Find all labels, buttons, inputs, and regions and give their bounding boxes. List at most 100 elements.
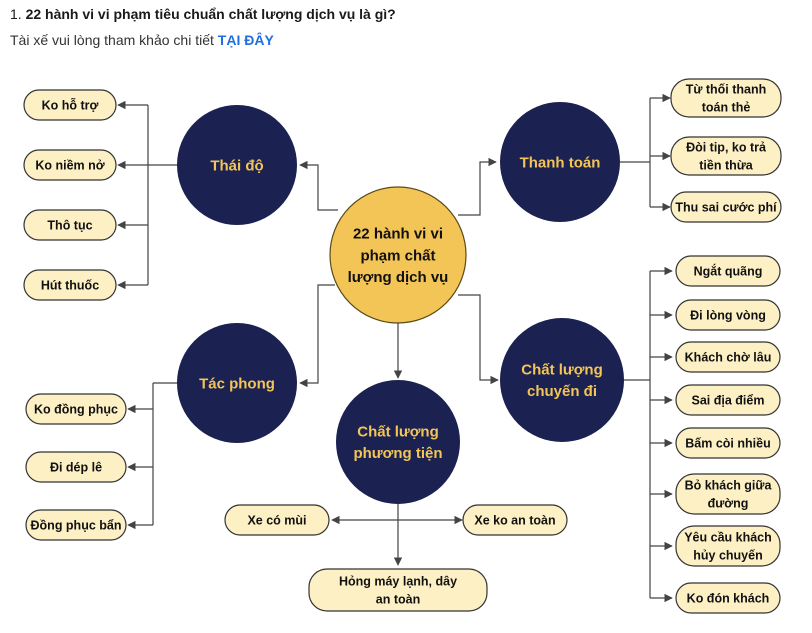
item-phuong-tien: Hỏng máy lạnh, dây an toàn	[308, 568, 488, 612]
subtitle-line: Tài xế vui lòng tham khảo chi tiết TẠI Đ…	[10, 30, 800, 50]
branch-thanh-toan-shape	[500, 102, 620, 222]
item-thanh-toan: Đòi tip, ko trả tiền thừa	[670, 136, 782, 176]
branch-phuong-tien: Chất lượng phương tiện	[336, 380, 460, 504]
branch-chuyen-di: Chất lượng chuyến đi	[500, 318, 624, 442]
item-chuyen-di-box	[675, 341, 781, 373]
item-chuyen-di: Bấm còi nhiều	[675, 427, 781, 459]
item-chuyen-di: Khách chờ lâu	[675, 341, 781, 373]
branch-thanh-toan-label: Thanh toán	[520, 154, 601, 171]
item-phuong-tien-label: Xe có mùi	[247, 513, 306, 527]
item-chuyen-di-label: Bỏ khách giữa	[685, 478, 773, 492]
item-thanh-toan-label: Đòi tip, ko trả	[686, 140, 767, 154]
item-thanh-toan-label: Thu sai cước phí	[675, 200, 777, 214]
item-thai-do-label: Ko hỗ trợ	[42, 97, 99, 112]
edge-center-tac-phong	[299, 284, 335, 388]
item-chuyen-di: Bỏ khách giữa đường	[675, 473, 781, 515]
item-thai-do-box	[23, 269, 117, 301]
branch-thai-do-label: Thái độ	[210, 157, 263, 174]
details-link[interactable]: TẠI ĐÂY	[217, 32, 274, 48]
item-tac-phong-box	[25, 509, 127, 541]
item-thanh-toan-label: Từ thối thanh	[686, 82, 767, 96]
item-chuyen-di-box	[675, 525, 781, 567]
item-phuong-tien-label: an toàn	[376, 592, 420, 606]
item-chuyen-di-box	[675, 427, 781, 459]
center-topic-node: 22 hành vi vi phạm chất lượng dịch vụ	[329, 186, 467, 324]
item-chuyen-di: Ko đón khách	[675, 582, 781, 614]
item-chuyen-di: Sai địa điểm	[675, 384, 781, 416]
item-thai-do: Ko hỗ trợ	[23, 89, 117, 121]
item-phuong-tien-label: Hỏng máy lạnh, dây	[339, 574, 457, 588]
item-chuyen-di-label: hủy chuyến	[693, 548, 762, 562]
item-chuyen-di-label: Đi lòng vòng	[690, 308, 766, 322]
item-chuyen-di-label: Ngắt quãng	[694, 263, 763, 278]
item-phuong-tien: Xe có mùi	[224, 504, 330, 536]
mindmap-nodes: 22 hành vi vi phạm chất lượng dịch vụ Thái …	[23, 78, 782, 614]
branch-tac-phong-label: Tác phong	[199, 375, 275, 392]
item-thai-do: Hút thuốc	[23, 269, 117, 301]
item-chuyen-di-box	[675, 384, 781, 416]
branch-tac-phong-shape	[177, 323, 297, 443]
item-tac-phong-box	[25, 393, 127, 425]
edge-center-thai-do	[299, 160, 338, 211]
page-header: 1. 22 hành vi vi phạm tiêu chuẩn chất lư…	[10, 4, 800, 50]
branch-phuong-tien-label: Chất lượng	[357, 423, 439, 440]
item-thai-do-label: Hút thuốc	[41, 278, 99, 292]
item-tac-phong: Ko đồng phục	[25, 393, 127, 425]
edge-center-thanh-toan	[458, 157, 497, 216]
item-thanh-toan-box	[670, 191, 782, 223]
branch-thai-do: Thái độ	[177, 105, 297, 225]
branch-thai-do-shape	[177, 105, 297, 225]
item-tac-phong: Đồng phục bẩn	[25, 509, 127, 541]
connector-lines	[117, 93, 673, 603]
item-chuyen-di: Ngắt quãng	[675, 255, 781, 287]
item-thai-do: Ko niềm nở	[23, 149, 117, 181]
item-chuyen-di: Yêu cầu khách hủy chuyến	[675, 525, 781, 567]
item-chuyen-di-label: Khách chờ lâu	[685, 350, 772, 364]
center-topic-node-shape	[329, 186, 467, 324]
item-tac-phong-label: Đồng phục bẩn	[31, 518, 122, 532]
item-phuong-tien-box	[308, 568, 488, 612]
item-tac-phong: Đi dép lê	[25, 451, 127, 483]
item-chuyen-di-box	[675, 473, 781, 515]
item-phuong-tien-box	[224, 504, 330, 536]
question-number: 1.	[10, 6, 22, 22]
item-thai-do-box	[23, 209, 117, 241]
item-chuyen-di: Đi lòng vòng	[675, 299, 781, 331]
item-thanh-toan: Từ thối thanh toán thẻ	[670, 78, 782, 118]
branch-phuong-tien-label: phương tiện	[353, 445, 442, 462]
item-chuyen-di-box	[675, 582, 781, 614]
item-thai-do-label: Ko niềm nở	[35, 158, 104, 172]
item-chuyen-di-label: Yêu cầu khách	[684, 530, 772, 544]
item-tac-phong-box	[25, 451, 127, 483]
item-thai-do-box	[23, 89, 117, 121]
item-chuyen-di-box	[675, 255, 781, 287]
center-topic-node-label: 22 hành vi vi	[353, 226, 443, 243]
item-tac-phong-label: Ko đồng phục	[34, 402, 118, 416]
item-thai-do: Thô tục	[23, 209, 117, 241]
item-chuyen-di-label: Ko đón khách	[687, 591, 770, 605]
item-thai-do-label: Thô tục	[47, 218, 92, 232]
question-title: 22 hành vi vi phạm tiêu chuẩn chất lượng…	[25, 6, 396, 22]
item-thai-do-box	[23, 149, 117, 181]
item-chuyen-di-label: Sai địa điểm	[692, 393, 765, 407]
center-topic-node-label: lượng dịch vụ	[348, 269, 449, 286]
item-chuyen-di-label: Bấm còi nhiều	[685, 436, 770, 450]
branch-thanh-toan: Thanh toán	[500, 102, 620, 222]
subtitle-text: Tài xế vui lòng tham khảo chi tiết	[10, 32, 214, 48]
branch-chuyen-di-label: chuyến đi	[527, 383, 597, 400]
item-phuong-tien: Xe ko an toàn	[462, 504, 568, 536]
branch-chuyen-di-label: Chất lượng	[521, 361, 603, 378]
item-phuong-tien-box	[462, 504, 568, 536]
item-thanh-toan-box	[670, 78, 782, 118]
edge-center-chuyen-di	[458, 294, 499, 385]
branch-phuong-tien-shape	[336, 380, 460, 504]
item-thanh-toan-box	[670, 136, 782, 176]
item-phuong-tien-label: Xe ko an toàn	[474, 513, 555, 527]
center-topic-node-label: phạm chất	[360, 247, 435, 264]
item-thanh-toan-label: tiền thừa	[699, 158, 754, 172]
branch-chuyen-di-shape	[500, 318, 624, 442]
item-chuyen-di-label: đường	[708, 496, 749, 510]
item-thanh-toan: Thu sai cước phí	[670, 191, 782, 223]
item-thanh-toan-label: toán thẻ	[702, 100, 751, 114]
